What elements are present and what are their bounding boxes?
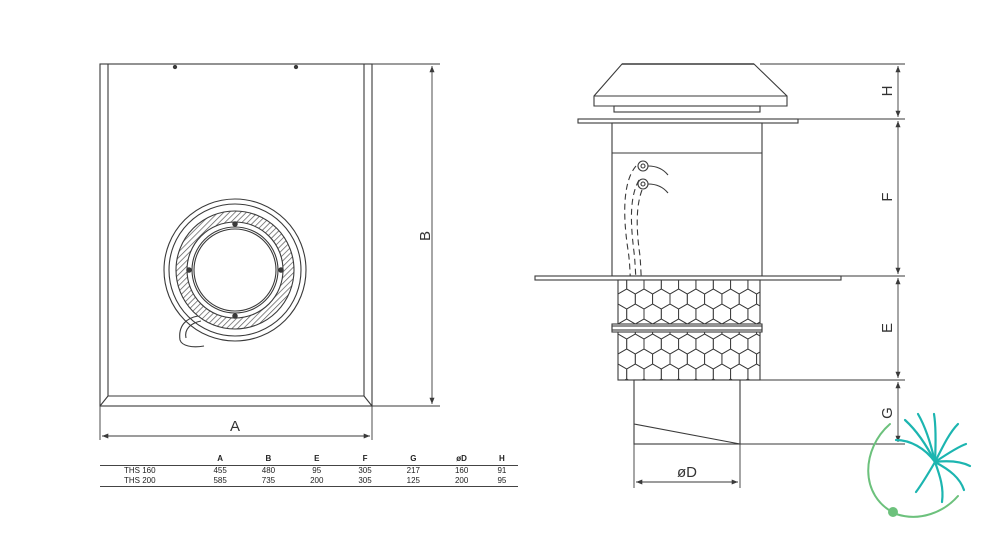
top-plate xyxy=(577,118,799,124)
spec-col-header: øD xyxy=(437,454,486,466)
dim-label-a: A xyxy=(230,418,240,435)
spec-model: THS 160 xyxy=(124,466,156,475)
dim-label-b: B xyxy=(417,231,434,241)
table-row: THS 160 455 480 95 305 217 160 91 xyxy=(100,466,518,477)
spec-cell: 95 xyxy=(485,476,518,487)
dim-label-od: øD xyxy=(677,464,697,481)
front-view xyxy=(99,63,373,407)
table-row: THS 200 585 735 200 305 125 200 95 xyxy=(100,476,518,487)
side-section-view xyxy=(534,63,842,445)
spec-cell: 200 xyxy=(437,476,486,487)
hex-cell xyxy=(624,378,630,380)
dim-label-e: E xyxy=(879,323,896,333)
roof-flange xyxy=(534,275,842,281)
hex-cell xyxy=(693,378,699,380)
fastening-strap xyxy=(611,323,763,333)
spec-col-header: E xyxy=(292,454,341,466)
rain-cap xyxy=(593,63,788,107)
spec-cell: 735 xyxy=(244,476,293,487)
duct-spigot xyxy=(633,379,741,445)
spec-cell: 305 xyxy=(358,466,372,475)
spec-col-header: H xyxy=(485,454,518,466)
spec-cell: 91 xyxy=(497,466,507,475)
brand-logo-icon xyxy=(867,412,972,518)
spec-cell: 200 xyxy=(292,476,341,487)
dim-label-h: H xyxy=(879,86,896,97)
spec-cell: 480 xyxy=(261,466,276,475)
hex-cell xyxy=(675,378,682,380)
spec-model: THS 200 xyxy=(100,476,196,487)
front-dimensions xyxy=(99,63,440,440)
spec-col-header: B xyxy=(244,454,293,466)
cable-exit xyxy=(179,315,205,348)
hex-cell xyxy=(757,379,774,399)
spec-cell: 217 xyxy=(406,466,421,475)
side-dimensions xyxy=(633,63,905,488)
mount-hole-left xyxy=(172,64,178,70)
spec-cell: 455 xyxy=(213,466,227,475)
hex-cell xyxy=(745,378,751,380)
dim-label-f: F xyxy=(879,192,896,201)
spec-table: A B E F G øD H THS 160 455 480 95 305 21… xyxy=(100,454,518,487)
hex-cell xyxy=(727,378,734,380)
spec-cell: 95 xyxy=(312,466,322,475)
hex-cell xyxy=(641,378,647,380)
outer-flange-ring xyxy=(163,198,307,342)
hex-cell xyxy=(592,334,609,354)
duct-opening xyxy=(191,226,279,314)
spec-col-header: G xyxy=(389,454,438,466)
spec-cell: 125 xyxy=(389,476,438,487)
hex-cell xyxy=(618,353,619,365)
hex-cell xyxy=(618,293,619,305)
spec-cell: 160 xyxy=(454,466,469,475)
dim-label-g: G xyxy=(879,407,896,419)
spec-table-header: A B E F G øD H xyxy=(100,454,518,466)
hex-cell xyxy=(710,378,716,380)
hex-cell xyxy=(601,379,618,399)
spec-col-header xyxy=(100,454,196,466)
hex-cell xyxy=(592,364,609,384)
front-plate-outer xyxy=(99,63,373,407)
hexagon-insulation xyxy=(592,280,782,399)
hex-cell xyxy=(765,364,782,384)
hex-cell xyxy=(765,334,782,354)
spec-col-header: F xyxy=(340,454,390,466)
spec-cell: 585 xyxy=(196,476,245,487)
hex-cell xyxy=(765,304,782,324)
hex-cell xyxy=(658,378,664,380)
spec-cell: 305 xyxy=(340,476,390,487)
mount-hole-right xyxy=(293,64,299,70)
fan-housing xyxy=(611,122,763,277)
spec-col-header: A xyxy=(196,454,245,466)
hex-cell xyxy=(592,304,609,324)
front-plate-inner xyxy=(107,64,365,397)
